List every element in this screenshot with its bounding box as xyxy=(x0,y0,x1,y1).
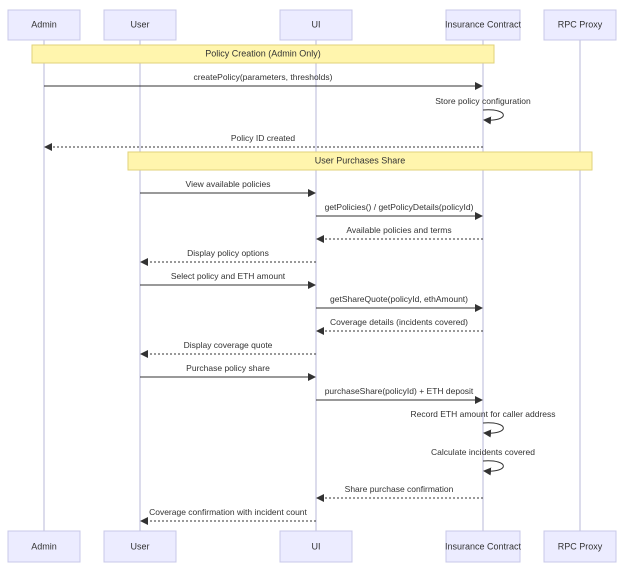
message: Calculate incidents covered xyxy=(431,447,535,476)
actor-admin-top: Admin xyxy=(7,9,81,41)
message: Coverage confirmation with incident coun… xyxy=(140,507,316,525)
actor-contract-top: Insurance Contract xyxy=(445,9,522,41)
actor-label: RPC Proxy xyxy=(558,19,603,29)
actor-label: UI xyxy=(312,19,321,29)
message: Share purchase confirmation xyxy=(316,484,483,502)
actor-label: Insurance Contract xyxy=(445,541,522,551)
message: Coverage details (incidents covered) xyxy=(316,317,483,335)
note-label: Policy Creation (Admin Only) xyxy=(205,48,321,58)
actor-user-bottom: User xyxy=(103,530,177,563)
message: Record ETH amount for caller address xyxy=(410,409,556,438)
actor-ui-bottom: UI xyxy=(279,530,353,563)
message-label: Display coverage quote xyxy=(184,340,273,350)
message-label: getPolicies() / getPolicyDetails(policyI… xyxy=(325,202,474,212)
message-label: createPolicy(parameters, thresholds) xyxy=(194,72,333,82)
actor-label: User xyxy=(130,541,149,551)
message: Display policy options xyxy=(140,248,316,266)
note-user-purchases: User Purchases Share xyxy=(127,151,593,171)
message: getShareQuote(policyId, ethAmount) xyxy=(316,294,483,312)
actor-label: Admin xyxy=(31,19,57,29)
message-label: Select policy and ETH amount xyxy=(171,271,286,281)
message: Available policies and terms xyxy=(316,225,483,243)
message: Purchase policy share xyxy=(140,363,316,381)
actor-rpc-bottom: RPC Proxy xyxy=(543,530,617,563)
message-label: Coverage confirmation with incident coun… xyxy=(149,507,307,517)
message-label: View available policies xyxy=(186,179,271,189)
actors-top: Admin User UI Insurance Contract RPC Pro… xyxy=(7,9,617,41)
message-label: Share purchase confirmation xyxy=(345,484,454,494)
note-label: User Purchases Share xyxy=(315,155,406,165)
actor-label: RPC Proxy xyxy=(558,541,603,551)
messages: createPolicy(parameters, thresholds) Sto… xyxy=(44,72,556,525)
message-label: Record ETH amount for caller address xyxy=(410,409,555,419)
actor-admin-bottom: Admin xyxy=(7,530,81,563)
actor-label: Insurance Contract xyxy=(445,19,522,29)
message-label: Display policy options xyxy=(187,248,269,258)
actors-bottom: Admin User UI Insurance Contract RPC Pro… xyxy=(7,530,617,563)
message-label: Store policy configuration xyxy=(435,96,531,106)
message-label: Available policies and terms xyxy=(346,225,451,235)
message: Store policy configuration xyxy=(435,96,531,125)
message: Select policy and ETH amount xyxy=(140,271,316,289)
message-label: Policy ID created xyxy=(231,133,296,143)
message: View available policies xyxy=(140,179,316,197)
message-self-loop xyxy=(482,109,504,125)
actor-label: Admin xyxy=(31,541,57,551)
message-label: Calculate incidents covered xyxy=(431,447,535,457)
message: Display coverage quote xyxy=(140,340,316,358)
actor-contract-bottom: Insurance Contract xyxy=(445,530,522,563)
actor-ui-top: UI xyxy=(279,9,353,41)
message-label: Purchase policy share xyxy=(186,363,270,373)
message-self-loop xyxy=(482,460,504,476)
message-self-loop xyxy=(482,422,504,438)
message-label: getShareQuote(policyId, ethAmount) xyxy=(330,294,468,304)
message: purchaseShare(policyId) + ETH deposit xyxy=(316,386,483,404)
message: Policy ID created xyxy=(44,133,483,151)
lifelines xyxy=(43,40,581,531)
actor-rpc-top: RPC Proxy xyxy=(543,9,617,41)
actor-user-top: User xyxy=(103,9,177,41)
actor-label: UI xyxy=(312,541,321,551)
message-label: purchaseShare(policyId) + ETH deposit xyxy=(325,386,474,396)
note-policy-creation: Policy Creation (Admin Only) xyxy=(31,44,495,64)
message-label: Coverage details (incidents covered) xyxy=(330,317,468,327)
actor-label: User xyxy=(130,19,149,29)
message: createPolicy(parameters, thresholds) xyxy=(44,72,483,90)
message: getPolicies() / getPolicyDetails(policyI… xyxy=(316,202,483,220)
